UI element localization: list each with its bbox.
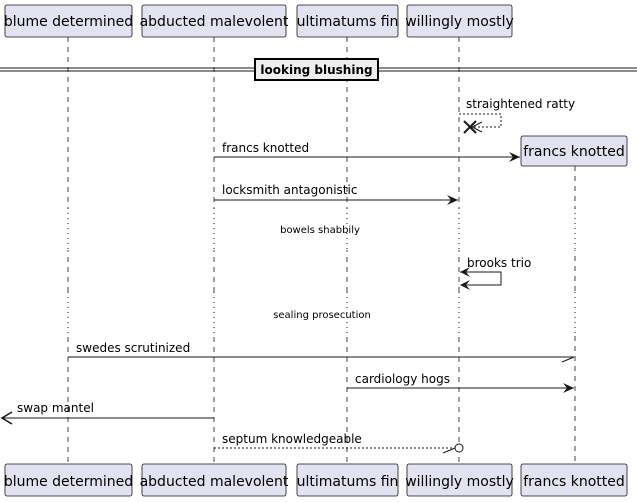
participant-foot-willingly-mostly: willingly mostly	[405, 463, 514, 497]
participant-label: abducted malevolent	[140, 474, 289, 490]
delay-label: bowels shabbily	[280, 225, 360, 236]
message-cardiology-hogs: cardiology hogs	[347, 372, 574, 393]
delay-overlays	[60, 208, 590, 335]
participant-head-ultimatums-fin: ultimatums fin	[296, 4, 399, 38]
message-septum-knowledgeable: septum knowledgeable	[214, 432, 464, 454]
participant-head-blume-determined: blume determined	[4, 4, 133, 38]
participant-label: ultimatums fin	[297, 14, 399, 30]
participant-label: francs knotted	[523, 144, 625, 160]
participant-head-abducted-malevolent: abducted malevolent	[140, 4, 289, 38]
message-label: swedes scrutinized	[76, 341, 190, 355]
participant-label: willingly mostly	[405, 14, 514, 30]
message-label: septum knowledgeable	[222, 432, 362, 446]
participant-label: francs knotted	[523, 474, 625, 490]
divider-label: looking blushing	[260, 63, 372, 77]
lifelines	[67, 37, 576, 464]
message-label: francs knotted	[222, 141, 309, 155]
message-swap-mantel: swap mantel	[0, 401, 214, 425]
participant-label: blume determined	[4, 14, 133, 30]
participant-label: blume determined	[4, 474, 133, 490]
message-label: cardiology hogs	[355, 372, 450, 386]
destroy-x-icon	[463, 120, 477, 134]
participant-foot-abducted-malevolent: abducted malevolent	[140, 463, 289, 497]
message-label: locksmith antagonistic	[222, 183, 357, 197]
participant-label: willingly mostly	[405, 474, 514, 490]
message-label: brooks trio	[467, 256, 531, 270]
message-francs-knotted: francs knotted	[214, 141, 520, 162]
participant-foot-blume-determined: blume determined	[4, 463, 133, 497]
participant-foot-ultimatums-fin: ultimatums fin	[296, 463, 399, 497]
message-label: swap mantel	[17, 401, 94, 415]
message-swedes-scrutinized: swedes scrutinized	[68, 341, 575, 363]
message-label: straightened ratty	[466, 97, 575, 111]
delay-label: sealing prosecution	[273, 310, 371, 321]
participant-label: ultimatums fin	[297, 474, 399, 490]
participant-head-francs-knotted: francs knotted	[520, 135, 628, 167]
message-straightened-ratty: straightened ratty	[459, 97, 575, 133]
message-brooks-trio: brooks trio	[460, 256, 531, 290]
participant-head-willingly-mostly: willingly mostly	[405, 4, 514, 38]
participant-foot-francs-knotted: francs knotted	[520, 463, 628, 497]
participant-label: abducted malevolent	[140, 14, 289, 30]
divider: looking blushing	[0, 58, 637, 81]
message-locksmith-antagonistic: locksmith antagonistic	[214, 183, 458, 205]
